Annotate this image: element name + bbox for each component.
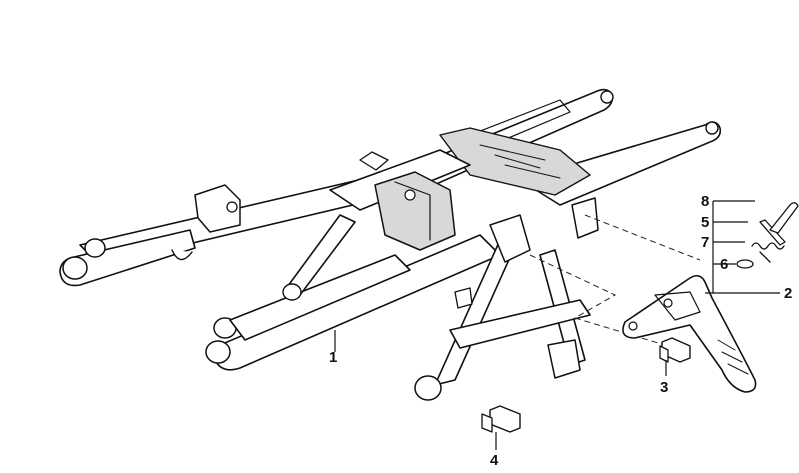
pin xyxy=(769,202,799,234)
callout-8: 8 xyxy=(701,193,709,210)
footrest-bracket-plate xyxy=(622,274,757,393)
callout-3: 3 xyxy=(660,379,668,396)
pin xyxy=(759,219,786,246)
ring xyxy=(736,259,754,269)
alignment-line xyxy=(584,214,701,261)
spring xyxy=(751,242,785,263)
callout-1: 1 xyxy=(329,349,337,366)
leader-lines xyxy=(334,200,780,450)
hex-bolt xyxy=(481,405,521,433)
callout-5: 5 xyxy=(701,214,709,231)
rear-frame-subframe xyxy=(59,88,722,401)
callout-2: 2 xyxy=(784,285,792,302)
callout-4: 4 xyxy=(490,452,499,469)
hex-bolt xyxy=(659,337,691,363)
callout-7: 7 xyxy=(701,234,709,251)
callout-6: 6 xyxy=(720,256,728,273)
